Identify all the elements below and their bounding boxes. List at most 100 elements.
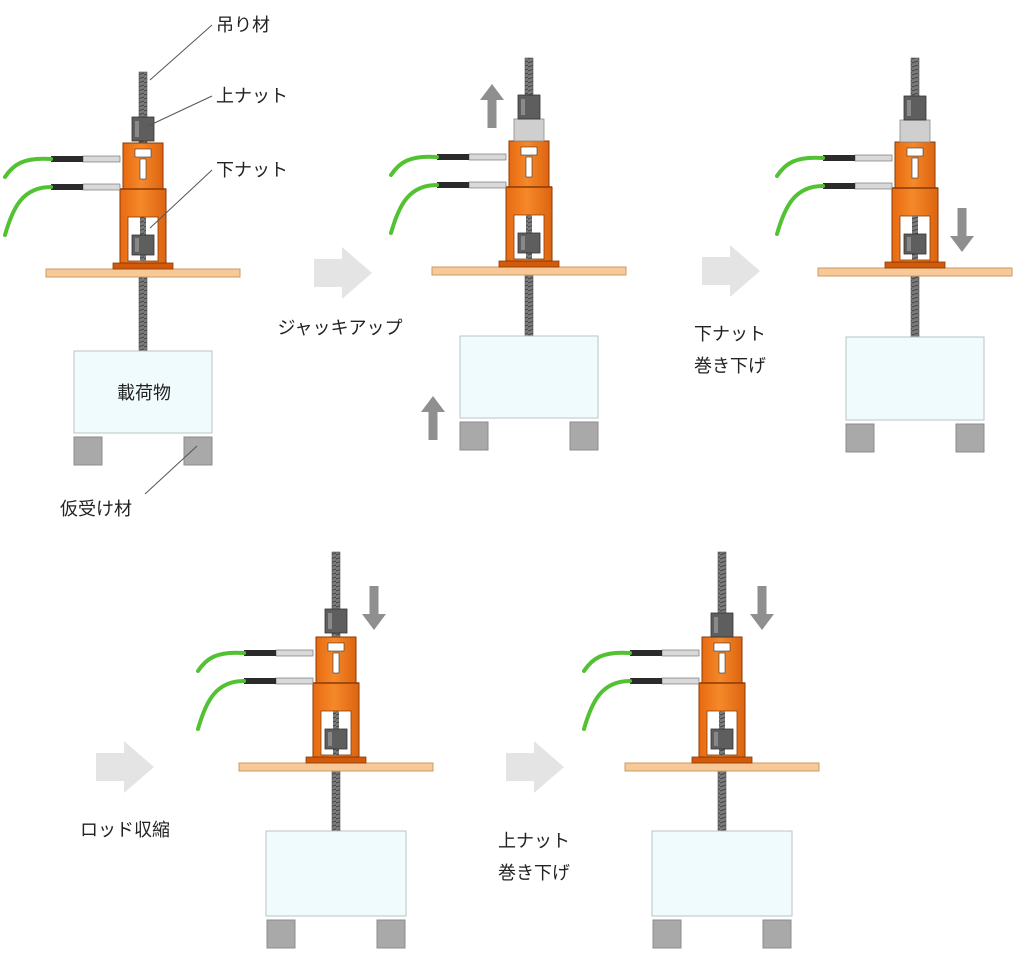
motion-arrow-2: [421, 396, 445, 440]
base-plate: [624, 762, 820, 772]
hose-upper-fitting: [823, 155, 855, 161]
hose-upper: [3, 156, 53, 179]
hose-upper-fitting: [51, 156, 83, 162]
motion-arrow-1: [480, 84, 504, 128]
label-load: 載荷物: [117, 383, 171, 404]
label-upper-nut: 上ナット: [216, 86, 288, 107]
step-rod-retract: ロッド収縮: [80, 820, 170, 841]
step-upper-nut-line2: 巻き下げ: [498, 863, 570, 884]
hose-upper-coupler: [468, 153, 507, 161]
scene-lower-nut-down: [775, 57, 1013, 453]
upper-nut-shine: [521, 99, 525, 115]
lower-nut-shine: [907, 237, 911, 251]
stroke-indicator: [139, 158, 147, 180]
leader-upper-nut: [147, 95, 213, 127]
cylinder-plate: [134, 148, 152, 158]
stroke-indicator: [332, 652, 340, 674]
hose-lower-fitting: [630, 678, 662, 684]
leader-temp-support: [144, 445, 198, 495]
motion-arrow-1: [750, 586, 774, 630]
scene-rod-retract: [196, 551, 434, 949]
hose-lower-fitting: [244, 678, 276, 684]
hose-upper: [582, 650, 632, 673]
load-box: [73, 350, 213, 434]
hose-lower: [389, 183, 439, 235]
label-temp-support: 仮受け材: [60, 499, 132, 520]
cylinder-plate: [327, 642, 345, 652]
hose-upper-coupler: [661, 649, 700, 657]
upper-nut-shine: [328, 613, 332, 629]
label-hanger: 吊り材: [216, 15, 270, 36]
temp-support-left: [459, 421, 489, 451]
jack-flange: [112, 262, 174, 270]
temp-support-right: [762, 919, 792, 949]
cylinder-plate: [906, 147, 924, 157]
jack-ram: [899, 119, 931, 143]
flow-arrow-1: [314, 247, 372, 299]
scene-jack-up: [389, 57, 627, 451]
hose-lower-fitting: [823, 183, 855, 189]
step-lower-nut-line2: 巻き下げ: [694, 356, 766, 377]
stroke-indicator: [911, 157, 919, 179]
hose-lower-coupler: [854, 182, 893, 190]
hose-lower-fitting: [437, 182, 469, 188]
upper-nut-shine: [907, 100, 911, 116]
temp-support-right: [183, 436, 213, 466]
scene-initial: [3, 71, 241, 466]
lower-nut-shine: [135, 238, 139, 252]
hose-upper-coupler: [82, 155, 121, 163]
leader-lines: [144, 24, 213, 495]
load-box: [845, 336, 985, 421]
cylinder-plate: [713, 642, 731, 652]
hose-upper: [775, 155, 825, 178]
load-box: [459, 335, 599, 419]
flow-arrow-4: [506, 741, 564, 793]
step-jack-up: ジャッキアップ: [277, 318, 402, 339]
base-plate: [431, 266, 627, 276]
hose-upper-fitting: [244, 650, 276, 656]
jack-ram: [513, 118, 545, 142]
hose-lower-coupler: [468, 181, 507, 189]
lower-nut-shine: [521, 236, 525, 250]
lower-nut-shine: [328, 732, 332, 746]
base-plate: [45, 268, 241, 278]
leader-hanger: [149, 24, 213, 81]
lower-nut-shine: [714, 732, 718, 746]
load-box: [265, 830, 407, 917]
label-lower-nut: 下ナット: [216, 160, 288, 181]
hose-lower-coupler: [275, 677, 314, 685]
stroke-indicator: [525, 156, 533, 178]
hose-upper: [196, 650, 246, 673]
temp-support-right: [569, 421, 599, 451]
hose-upper-coupler: [854, 154, 893, 162]
hose-upper-coupler: [275, 649, 314, 657]
hose-lower: [196, 679, 246, 731]
load-box: [651, 830, 793, 917]
step-lower-nut-line1: 下ナット: [694, 324, 766, 345]
hose-lower-fitting: [51, 184, 83, 190]
cylinder-plate: [520, 146, 538, 156]
temp-support-left: [652, 919, 682, 949]
base-plate: [238, 762, 434, 772]
leader-lower-nut: [149, 169, 213, 229]
temp-support-right: [955, 423, 985, 453]
stroke-indicator: [718, 652, 726, 674]
jack-flange: [498, 260, 560, 268]
motion-arrow-1: [362, 586, 386, 630]
hose-upper-fitting: [630, 650, 662, 656]
hose-upper-fitting: [437, 154, 469, 160]
step-upper-nut-line1: 上ナット: [498, 831, 570, 852]
scene-upper-nut-down: [582, 551, 820, 949]
upper-nut-shine: [135, 121, 139, 137]
hose-lower: [582, 679, 632, 731]
flow-arrow-3: [96, 741, 154, 793]
temp-support-left: [73, 436, 103, 466]
flow-arrow-2: [702, 245, 760, 297]
hose-lower-coupler: [661, 677, 700, 685]
jack-flange: [305, 756, 367, 764]
jack-flange: [884, 261, 946, 269]
base-plate: [817, 267, 1013, 277]
hose-lower-coupler: [82, 183, 121, 191]
temp-support-right: [376, 919, 406, 949]
